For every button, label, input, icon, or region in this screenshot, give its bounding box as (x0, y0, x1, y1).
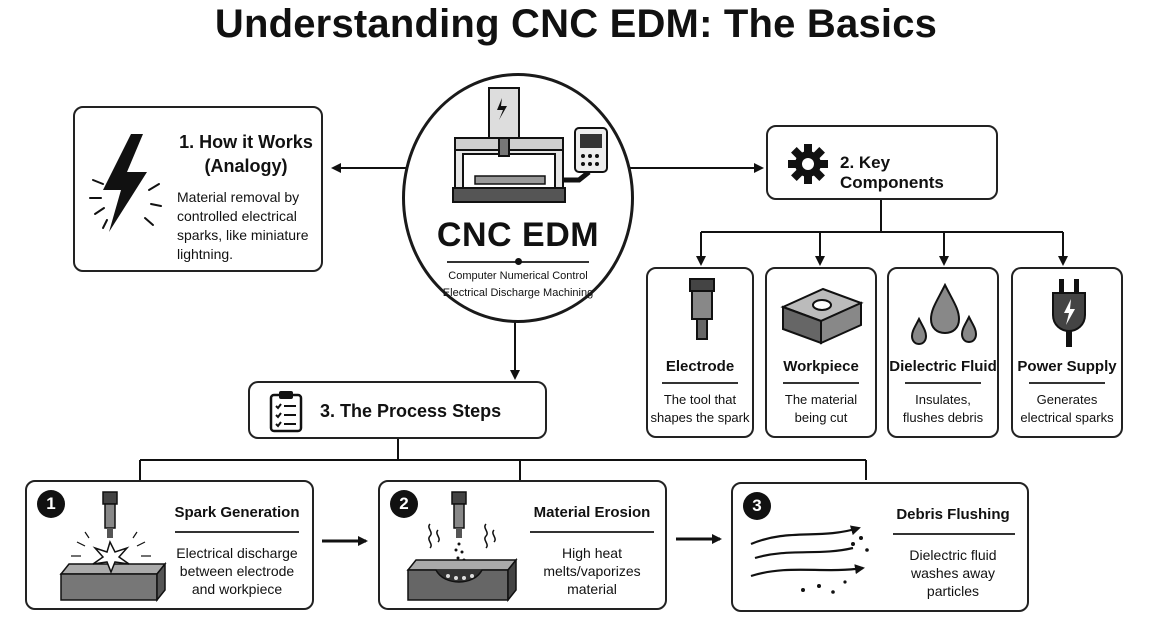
component-card-power-supply: Power Supply Generates electrical sparks (1011, 267, 1123, 438)
key-components-title: 2. Key Components (840, 153, 944, 192)
workpiece-block-icon (780, 287, 864, 345)
step-desc-2: between electrode (179, 563, 295, 579)
step-desc-3: material (567, 581, 617, 597)
how-it-works-card: 1. How it Works (Analogy) Material remov… (73, 106, 323, 272)
component-desc-2: flushes debris (902, 410, 984, 425)
step-number-badge: 3 (743, 492, 771, 520)
material-erosion-icon (406, 491, 518, 603)
how-it-works-text-4: lightning. (177, 246, 234, 262)
step-card-material-erosion: 2 Material Erosion High heat melts/vapor… (378, 480, 667, 610)
process-steps-title: 3. The Process Steps (320, 401, 502, 421)
step-number-badge: 2 (390, 490, 418, 518)
step-desc-2: melts/vaporizes (543, 563, 641, 579)
cnc-edm-center-circle: CNC EDM Computer Numerical Control Elect… (402, 73, 634, 323)
clipboard-checklist-icon (269, 391, 303, 433)
step-desc-3: and workpiece (191, 581, 283, 597)
key-components-card: 2. Key Components (766, 125, 998, 200)
step-desc-2: washes away (910, 565, 996, 581)
spark-generation-icon (59, 491, 167, 603)
how-it-works-text-1: Material removal by (177, 189, 300, 205)
droplets-icon (910, 283, 978, 346)
step-desc-1: Dielectric fluid (909, 547, 997, 563)
step-card-debris-flushing: 3 Debris Flushing Dielectric fluid washe… (731, 482, 1029, 612)
center-subtitle-2: Electrical Discharge Machining (442, 287, 594, 299)
debris-flushing-icon (750, 525, 869, 594)
component-desc-1: Insulates, (915, 392, 971, 407)
how-it-works-text-3: sparks, like miniature (177, 227, 309, 243)
component-desc-2: being cut (794, 410, 848, 425)
component-desc-1: The tool that (663, 392, 737, 407)
component-name: Workpiece (783, 358, 859, 375)
electrode-icon (689, 278, 715, 340)
component-desc-1: The material (784, 392, 858, 407)
component-name: Power Supply (1017, 358, 1117, 375)
lightning-bolt-icon (89, 134, 162, 232)
center-subtitle-1: Computer Numerical Control (448, 270, 588, 282)
power-plug-icon (1052, 279, 1086, 347)
gear-icon (788, 144, 828, 184)
step-desc-1: Electrical discharge (176, 545, 298, 561)
step-desc-1: High heat (562, 545, 622, 561)
component-name: Electrode (665, 358, 735, 375)
step-title: Material Erosion (533, 504, 651, 521)
center-divider-dot (515, 258, 522, 265)
component-desc-1: Generates (1036, 392, 1098, 407)
cnc-machine-icon (452, 87, 608, 203)
step-card-spark-generation: 1 Spark Generation Electrical discharge … (25, 480, 314, 610)
page-title: Understanding CNC EDM: The Basics (214, 2, 938, 46)
how-it-works-title: 1. How it Works (179, 132, 313, 152)
step-title: Debris Flushing (896, 506, 1010, 523)
process-steps-card: 3. The Process Steps (248, 381, 547, 439)
step-desc-3: particles (926, 583, 980, 599)
component-card-electrode: Electrode The tool that shapes the spark (646, 267, 754, 438)
how-it-works-text-2: controlled electrical (177, 208, 297, 224)
step-title: Spark Generation (174, 504, 300, 521)
component-card-workpiece: Workpiece The material being cut (765, 267, 877, 438)
step-number-badge: 1 (37, 490, 65, 518)
how-it-works-subtitle: (Analogy) (204, 156, 288, 176)
cnc-edm-title: CNC EDM (436, 216, 600, 254)
component-desc-2: electrical sparks (1020, 410, 1114, 425)
component-name: Dielectric Fluid (889, 358, 997, 375)
component-desc-2: shapes the spark (650, 410, 750, 425)
component-card-dielectric-fluid: Dielectric Fluid Insulates, flushes debr… (887, 267, 999, 438)
